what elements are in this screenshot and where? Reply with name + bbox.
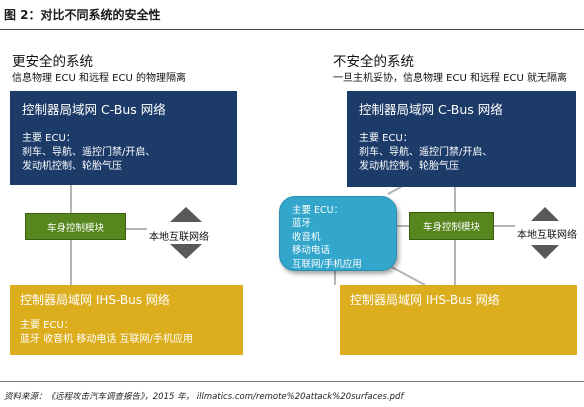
left-cbus-box: 控制器局域网 C-Bus 网络 主要 ECU： 刹车、导航、遥控门禁/开启、 发…	[10, 91, 237, 185]
right-infotainment-ecu-bubble: 主要 ECU： 蓝牙 收音机 移动电话 互联网/手机应用	[279, 196, 397, 271]
right-body-control-module: 车身控制模块	[409, 212, 494, 240]
down-triangle-icon	[170, 244, 202, 259]
right-section-subtitle: 一旦主机妥协，信息物理 ECU 和远程 ECU 就无隔离	[333, 73, 567, 84]
left-ihs-box: 控制器局域网 IHS-Bus 网络 主要 ECU： 蓝牙 收音机 移动电话 互联…	[10, 285, 243, 355]
up-triangle-icon	[531, 207, 559, 221]
bubble-item: 互联网/手机应用	[292, 258, 362, 270]
left-cbus-title: 控制器局域网 C-Bus 网络	[22, 102, 166, 117]
right-cbus-box: 控制器局域网 C-Bus 网络 主要 ECU： 刹车、导航、遥控门禁/开启、 发…	[347, 91, 576, 187]
left-section-title: 更安全的系统	[12, 54, 93, 70]
left-ihs-line1: 蓝牙 收音机 移动电话 互联网/手机应用	[20, 334, 193, 345]
right-cbus-line1: 刹车、导航、遥控门禁/开启、	[359, 147, 493, 158]
bottom-rule	[0, 381, 584, 382]
right-cbus-ecu-label: 主要 ECU：	[359, 133, 413, 144]
top-rule	[0, 29, 584, 30]
bubble-item: 蓝牙	[292, 218, 312, 230]
up-triangle-icon	[170, 207, 202, 222]
right-section-title: 不安全的系统	[333, 54, 414, 70]
figure-title: 图 2：对比不同系统的安全性	[4, 8, 161, 22]
left-cbus-line2: 发动机控制、轮胎气压	[22, 161, 122, 172]
right-cbus-title: 控制器局域网 C-Bus 网络	[359, 102, 503, 117]
bubble-ecu-label: 主要 ECU：	[292, 205, 344, 216]
bubble-item: 移动电话	[292, 245, 331, 257]
down-triangle-icon	[531, 245, 559, 259]
left-body-control-module: 车身控制模块	[25, 213, 126, 240]
right-ihs-title: 控制器局域网 IHS-Bus 网络	[350, 293, 500, 307]
left-network-arrows	[170, 207, 202, 259]
left-cbus-line1: 刹车、导航、遥控门禁/开启、	[22, 147, 156, 158]
left-section-subtitle: 信息物理 ECU 和远程 ECU 的物理隔离	[12, 73, 186, 84]
right-local-network-label: 本地互联网络	[517, 230, 577, 241]
left-local-network-label: 本地互联网络	[149, 232, 209, 243]
left-ihs-title: 控制器局域网 IHS-Bus 网络	[20, 293, 170, 307]
left-ihs-ecu-label: 主要 ECU：	[20, 320, 74, 331]
bubble-item: 收音机	[292, 231, 321, 243]
right-network-arrows	[531, 207, 559, 259]
right-ihs-box: 控制器局域网 IHS-Bus 网络	[340, 285, 577, 355]
left-cbus-ecu-label: 主要 ECU：	[22, 133, 76, 144]
right-cbus-line2: 发动机控制、轮胎气压	[359, 161, 459, 172]
left-horizontal-connector	[125, 228, 147, 230]
source-note: 资料来源：《远程攻击汽车调查报告》，2015 年， illmatics.com/…	[4, 392, 404, 402]
